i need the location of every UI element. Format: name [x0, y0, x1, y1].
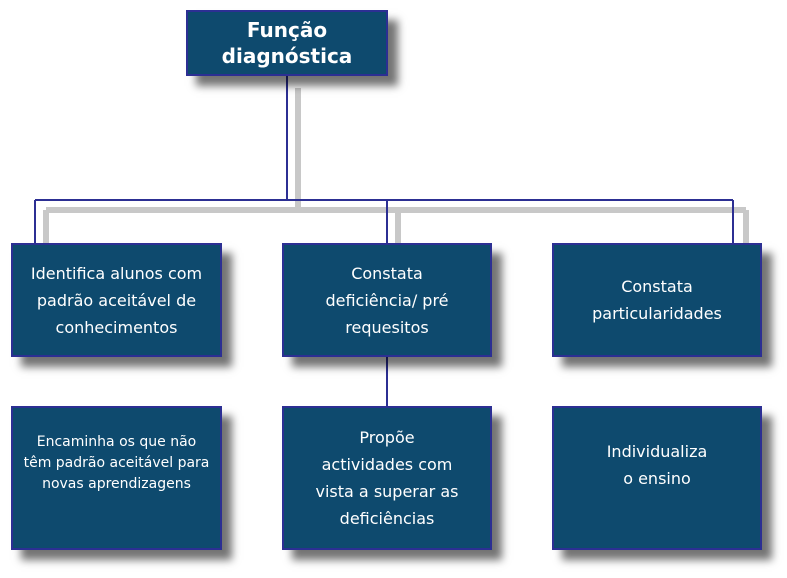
node-individualiza-ensino: Individualiza o ensino — [552, 406, 762, 550]
node-identifica-alunos: Identifica alunos com padrão aceitável d… — [11, 243, 222, 357]
node-label: Propõe actividades com vista a superar a… — [315, 428, 459, 528]
root-node-label: Função diagnóstica — [221, 18, 353, 68]
node-label: Encaminha os que não têm padrão aceitáve… — [23, 434, 210, 492]
connector-shadows — [43, 88, 749, 255]
node-constata-deficiencia: Constata deficiência/ pré requesitos — [282, 243, 492, 357]
node-label: Individualiza o ensino — [606, 442, 708, 488]
root-node-funcao-diagnostica: Função diagnóstica — [186, 10, 388, 76]
connectors-main — [34, 76, 734, 406]
node-constata-particularidades: Constata particularidades — [552, 243, 762, 357]
node-encaminha: Encaminha os que não têm padrão aceitáve… — [11, 406, 222, 550]
node-label: Constata particularidades — [592, 277, 722, 323]
node-label: Constata deficiência/ pré requesitos — [325, 263, 449, 337]
node-propoe-actividades: Propõe actividades com vista a superar a… — [282, 406, 492, 550]
node-label: Identifica alunos com padrão aceitável d… — [30, 263, 203, 337]
